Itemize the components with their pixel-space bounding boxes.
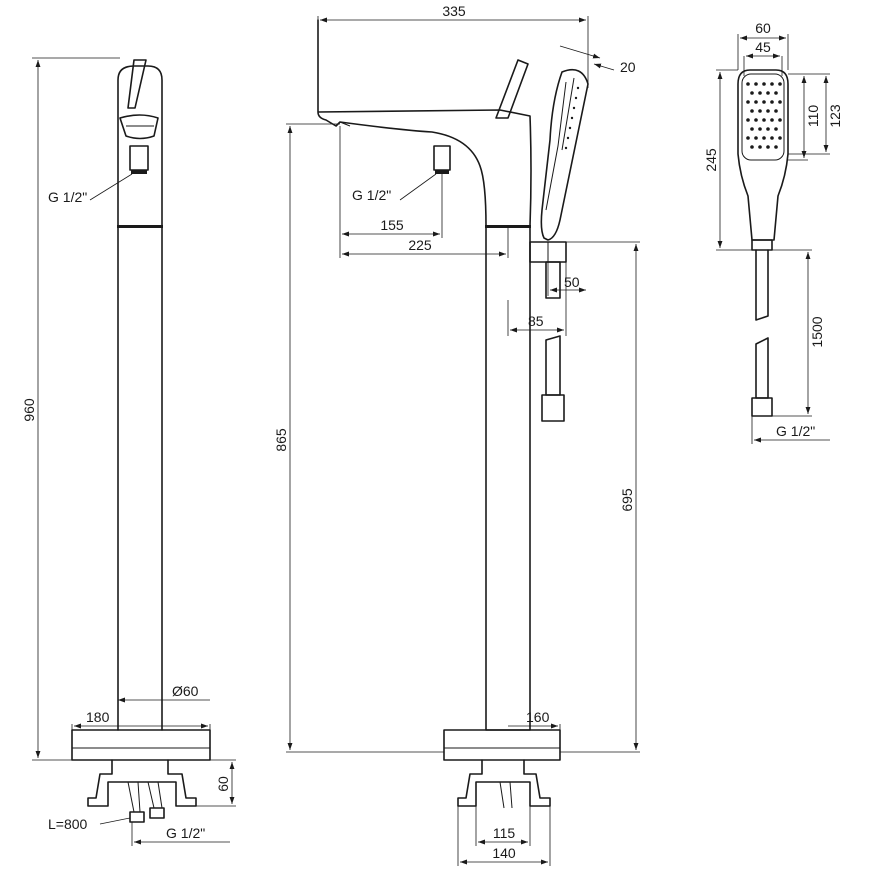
hand-shower-view <box>737 69 789 417</box>
spout-opening <box>119 114 159 140</box>
nozzle-dot <box>778 136 782 140</box>
spray-face <box>741 73 785 161</box>
shower-hose-nut <box>751 397 773 417</box>
nozzle-dot <box>766 91 770 95</box>
hose-end <box>541 394 565 422</box>
nozzle-dot <box>750 91 754 95</box>
nozzle-dot <box>758 109 762 113</box>
side-hand-shower <box>540 68 589 241</box>
thread-label-hand: G 1/2" <box>776 423 815 439</box>
nozzle-dot <box>754 100 758 104</box>
dim-140: 140 <box>492 845 516 861</box>
dim-160: 160 <box>526 709 550 725</box>
nozzle-dot <box>774 91 778 95</box>
nozzle-dot <box>762 136 766 140</box>
nozzle-dot <box>754 118 758 122</box>
hose-right <box>147 781 155 809</box>
dim-115: 115 <box>493 825 516 841</box>
nozzle-dot <box>770 118 774 122</box>
side-view <box>317 19 589 809</box>
base-plate <box>71 729 211 761</box>
nozzle-dot <box>774 127 778 131</box>
dim-960: 960 <box>21 398 37 422</box>
dim-110: 110 <box>805 105 821 128</box>
nozzle-dot <box>762 100 766 104</box>
fitting <box>129 145 149 171</box>
front-view <box>71 59 211 823</box>
nozzle-dot <box>770 82 774 86</box>
thread-label-front: G 1/2" <box>48 189 87 205</box>
shower-hose-top <box>755 249 769 321</box>
nozzle-dot <box>778 82 782 86</box>
nozzle-dot <box>770 136 774 140</box>
dim-245: 245 <box>703 148 719 172</box>
nozzle-dot <box>774 109 778 113</box>
nozzle-dot <box>758 91 762 95</box>
spray-nozzles-side <box>564 86 580 150</box>
dim-225: 225 <box>408 237 432 253</box>
nozzle-dot <box>746 100 750 104</box>
mounting-bracket <box>87 759 197 807</box>
dim-diameter-60: Ø60 <box>172 683 199 699</box>
dim-865: 865 <box>273 428 289 452</box>
dim-695: 695 <box>619 488 635 512</box>
nozzle-dot <box>754 136 758 140</box>
dim-50: 50 <box>564 274 580 290</box>
nozzle-dot <box>754 82 758 86</box>
joint-band <box>117 225 163 228</box>
hand-shower-dimensions: 60 45 110 123 245 1500 G 1/2" <box>703 20 843 444</box>
nozzle-dot <box>778 100 782 104</box>
dim-60-top: 60 <box>755 20 771 36</box>
nozzle-dot <box>762 118 766 122</box>
dim-60-side: 60 <box>215 776 231 792</box>
nozzle-dot <box>778 118 782 122</box>
nozzle-dot <box>758 127 762 131</box>
spout-body <box>317 19 532 731</box>
nozzle-dot <box>762 82 766 86</box>
dim-155: 155 <box>380 217 404 233</box>
spray-nozzles <box>746 82 782 149</box>
nozzle-dot <box>746 118 750 122</box>
nozzle-dot <box>746 82 750 86</box>
mixer-head <box>117 65 163 227</box>
dim-1500: 1500 <box>809 316 825 347</box>
hand-shower-body <box>737 69 789 241</box>
nozzle-dot <box>758 145 762 149</box>
shower-hose-bottom <box>755 337 769 399</box>
thread-label-side: G 1/2" <box>352 187 391 203</box>
side-dimensions: 335 20 865 G 1/2" 155 225 695 50 85 160 <box>273 3 640 866</box>
dim-335: 335 <box>442 3 466 19</box>
thread-label-hose: G 1/2" <box>166 825 205 841</box>
nozzle-dot <box>766 127 770 131</box>
hose-length-label: L=800 <box>48 816 88 832</box>
dim-123: 123 <box>827 104 843 128</box>
dim-45: 45 <box>755 39 771 55</box>
side-lever <box>495 59 529 119</box>
dim-20: 20 <box>620 59 636 75</box>
nozzle-dot <box>770 100 774 104</box>
nozzle-dot <box>766 145 770 149</box>
dim-180: 180 <box>86 709 110 725</box>
side-base-plate <box>443 729 561 761</box>
shower-connector <box>751 239 773 251</box>
nozzle-dot <box>750 145 754 149</box>
nozzle-dot <box>746 136 750 140</box>
front-dimensions: 960 G 1/2" 180 Ø60 60 L=800 G 1/2" <box>21 57 236 846</box>
hose-left <box>127 781 135 813</box>
nozzle-dot <box>766 109 770 113</box>
nozzle-dot <box>750 127 754 131</box>
lever <box>127 59 147 109</box>
nozzle-dot <box>774 145 778 149</box>
nozzle-dot <box>750 109 754 113</box>
dim-85: 85 <box>528 313 544 329</box>
